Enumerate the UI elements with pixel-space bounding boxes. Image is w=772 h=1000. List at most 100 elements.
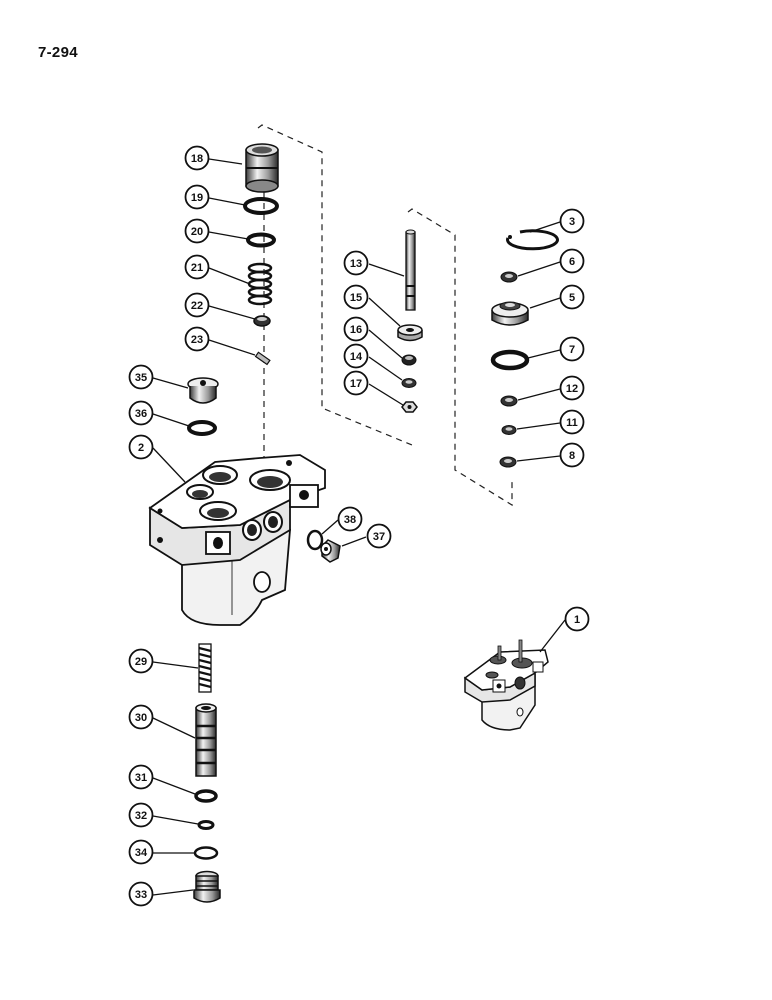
callout-circle <box>343 250 369 276</box>
callout-number: 37 <box>373 531 385 543</box>
callout-number: 21 <box>191 262 203 274</box>
part-22-plug <box>253 315 271 327</box>
callout-38: 38 <box>337 506 363 532</box>
callout-number: 33 <box>135 889 147 901</box>
part-2-valve-body <box>148 454 326 626</box>
callout-5: 5 <box>559 284 585 310</box>
callout-circle <box>343 370 369 396</box>
leader-35 <box>152 377 189 389</box>
callout-11: 11 <box>559 409 585 435</box>
leader-38 <box>321 519 339 535</box>
leader-14 <box>368 356 403 381</box>
part-32-ring <box>197 820 215 830</box>
callout-number: 12 <box>566 383 578 395</box>
callout-number: 6 <box>569 256 575 268</box>
callout-circle <box>128 764 154 790</box>
callout-circle <box>184 184 210 210</box>
callout-circle <box>128 802 154 828</box>
callout-number: 29 <box>135 656 147 668</box>
callout-number: 30 <box>135 712 147 724</box>
leader-11 <box>516 422 561 430</box>
part-15-retainer <box>397 324 423 342</box>
callout-29: 29 <box>128 648 154 674</box>
part-7-o-ring <box>490 349 530 371</box>
leader-1 <box>539 619 566 653</box>
leader-19 <box>208 197 246 206</box>
callout-12: 12 <box>559 375 585 401</box>
callout-number: 20 <box>191 226 203 238</box>
assembly-line-shaft <box>257 124 413 446</box>
callout-number: 8 <box>569 450 575 462</box>
leader-20 <box>208 231 249 240</box>
callout-circle <box>128 400 154 426</box>
callout-circle <box>128 881 154 907</box>
part-34-ring <box>193 846 219 860</box>
callout-6: 6 <box>559 248 585 274</box>
callout-3: 3 <box>559 208 585 234</box>
callout-circle <box>128 434 154 460</box>
part-5-cap <box>491 301 529 326</box>
callout-15: 15 <box>343 284 369 310</box>
leader-lines <box>152 158 566 896</box>
callout-8: 8 <box>559 442 585 468</box>
callout-circle <box>184 292 210 318</box>
part-21-spring <box>247 262 273 306</box>
leader-32 <box>152 815 199 825</box>
part-20-ring <box>246 232 276 248</box>
leader-16 <box>368 329 403 359</box>
callout-circle <box>128 704 154 730</box>
leader-23 <box>208 339 256 356</box>
callout-number: 38 <box>344 514 356 526</box>
leader-21 <box>208 267 251 285</box>
part-30-spool <box>195 703 217 777</box>
callout-circle <box>343 343 369 369</box>
callout-circle <box>366 523 392 549</box>
callout-circle <box>564 606 590 632</box>
callout-circle <box>559 375 585 401</box>
leader-30 <box>152 717 196 739</box>
callout-circle <box>337 506 363 532</box>
part-29-spring <box>198 643 212 693</box>
part-17-nut <box>401 401 418 413</box>
callout-17: 17 <box>343 370 369 396</box>
part-11-ring <box>501 425 517 435</box>
callout-21: 21 <box>184 254 210 280</box>
assembly-line-valve <box>407 208 513 507</box>
callout-31: 31 <box>128 764 154 790</box>
part-33-plug <box>193 870 221 903</box>
callout-circle <box>184 326 210 352</box>
callout-circle <box>343 316 369 342</box>
leader-37 <box>341 536 367 547</box>
callout-circle <box>559 442 585 468</box>
part-37-plug <box>320 539 341 563</box>
callout-circle <box>184 145 210 171</box>
callout-number: 34 <box>135 847 148 859</box>
callout-circle <box>559 409 585 435</box>
callout-number: 2 <box>138 442 144 454</box>
callout-number: 11 <box>566 417 578 429</box>
leader-6 <box>517 261 561 277</box>
leader-15 <box>368 297 401 327</box>
callout-number: 23 <box>191 334 203 346</box>
callout-number: 13 <box>350 258 362 270</box>
assembly-lines <box>257 124 513 507</box>
callout-number: 32 <box>135 810 147 822</box>
callout-34: 34 <box>128 839 154 865</box>
callout-number: 31 <box>135 772 147 784</box>
callout-14: 14 <box>343 343 369 369</box>
part-38-o-ring <box>306 529 324 551</box>
callout-circle <box>184 254 210 280</box>
callout-19: 19 <box>184 184 210 210</box>
part-18-sleeve <box>245 143 279 193</box>
callout-circle <box>128 839 154 865</box>
leader-29 <box>152 661 199 669</box>
callout-18: 18 <box>184 145 210 171</box>
callout-circle <box>559 336 585 362</box>
callout-number: 16 <box>350 324 362 336</box>
callout-2: 2 <box>128 434 154 460</box>
callout-37: 37 <box>366 523 392 549</box>
callout-1: 1 <box>564 606 590 632</box>
callout-35: 35 <box>128 364 154 390</box>
part-36-ring <box>187 420 217 436</box>
